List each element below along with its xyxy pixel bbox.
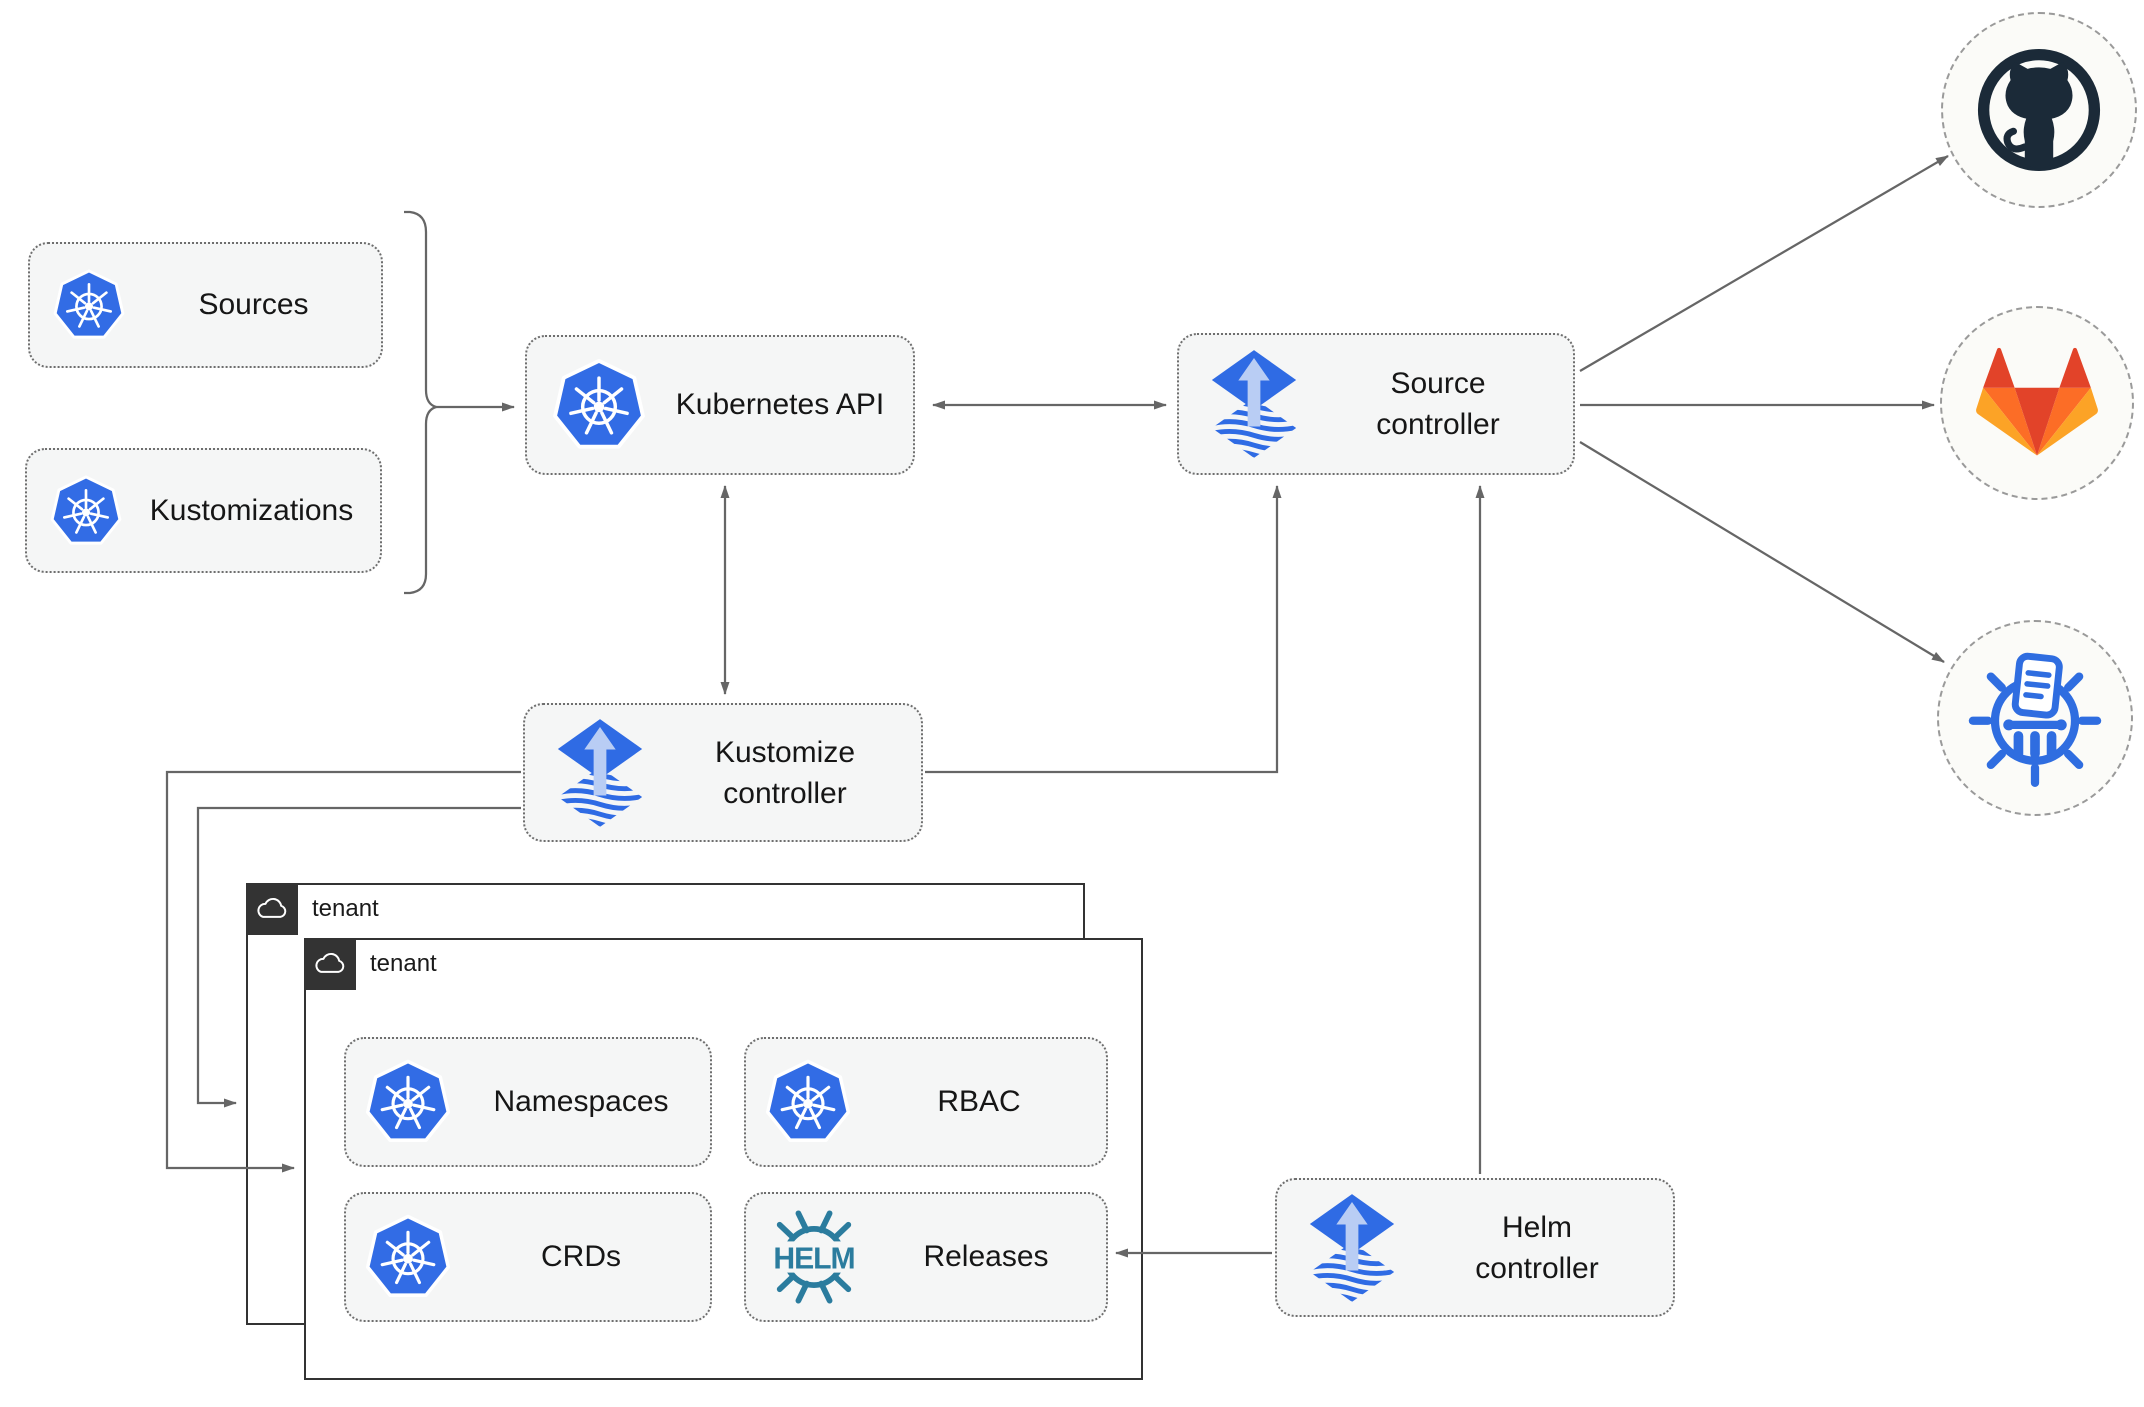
node-label: Kustomize controller [649, 732, 921, 814]
node-label: Releases [923, 1240, 1049, 1273]
node-label: Helm controller [1401, 1207, 1673, 1289]
connector-inputs-bracket [404, 210, 440, 595]
node-source-controller: Source controller [1177, 333, 1575, 475]
flux-icon [551, 718, 649, 828]
node-label: Kubernetes API [675, 388, 885, 421]
connector-source-to-github [1579, 155, 1949, 372]
label-line1: Source [1390, 367, 1486, 400]
tenant-label: tenant [312, 894, 379, 922]
gitlab-icon [1976, 347, 2098, 456]
tenant-box-front: tenant Namespaces [303, 937, 1143, 1380]
flux-icon [1205, 349, 1303, 459]
kubernetes-icon [364, 1058, 452, 1146]
label-line1: Helm [1501, 1210, 1572, 1244]
node-kustomize-controller: Kustomize controller [523, 703, 923, 842]
label-line1: Kustomize [714, 735, 856, 769]
label-line2: controller [1475, 1251, 1599, 1285]
label-line2: controller [723, 776, 847, 810]
gitlab-endpoint [1940, 306, 2134, 500]
node-releases: HELM Releases [744, 1192, 1108, 1322]
node-sources: Sources [28, 242, 383, 368]
cloud-icon [314, 952, 344, 973]
node-kubernetes-api: Kubernetes API [525, 335, 915, 475]
tenant-header [245, 882, 298, 935]
node-label: Kustomizations [149, 493, 354, 527]
node-namespaces: Namespaces [344, 1037, 712, 1167]
node-helm-controller: Helm controller [1275, 1178, 1675, 1317]
chartmuseum-icon [1968, 652, 2102, 787]
tenant-label: tenant [370, 949, 437, 977]
node-rbac: RBAC [744, 1037, 1108, 1167]
tenant-header [303, 937, 356, 990]
connector-source-to-chartmuseum [1579, 441, 1945, 663]
node-label: Source controller [1303, 363, 1573, 445]
cloud-icon [256, 897, 286, 918]
node-label: RBAC [937, 1085, 1021, 1118]
kubernetes-icon [551, 357, 647, 453]
node-crds: CRDs [344, 1192, 712, 1322]
node-label: CRDs [541, 1240, 621, 1273]
kubernetes-icon [52, 268, 126, 342]
helm-icon: HELM [762, 1205, 866, 1309]
connector-kustomize-to-source [925, 485, 1282, 774]
github-endpoint [1941, 12, 2137, 208]
node-kustomizations: Kustomizations [25, 448, 382, 573]
github-icon [1977, 48, 2101, 172]
kubernetes-icon [364, 1213, 452, 1301]
kubernetes-icon [764, 1058, 852, 1146]
node-label: Sources [198, 288, 309, 321]
chartmuseum-endpoint [1937, 620, 2133, 816]
kubernetes-icon [49, 474, 123, 548]
helm-logo-text: HELM [773, 1242, 854, 1275]
label-line2: controller [1376, 408, 1500, 441]
flux-icon [1303, 1193, 1401, 1303]
node-label: Namespaces [493, 1085, 669, 1118]
